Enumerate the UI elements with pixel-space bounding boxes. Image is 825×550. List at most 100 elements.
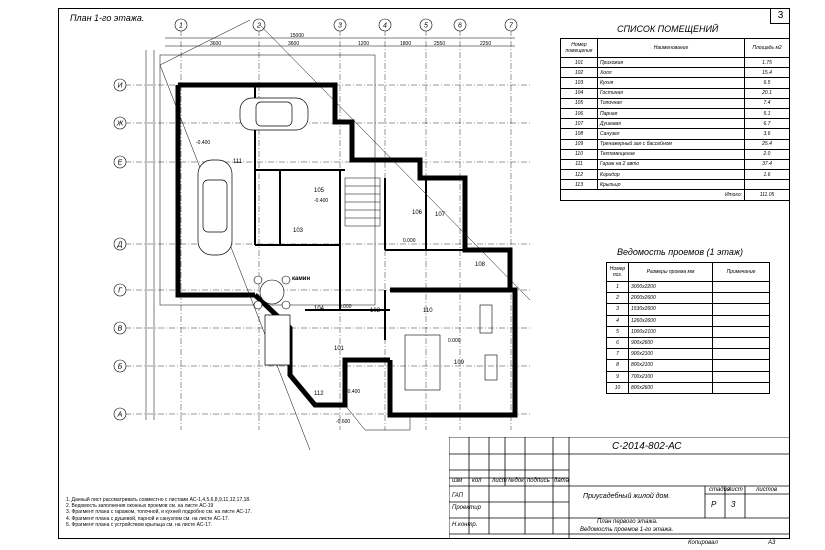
sheet-title-line2: Ведомость проемов 1-го этажа. — [580, 527, 674, 533]
dim-5: 2550 — [434, 41, 445, 47]
note-line: 2. Ведомость заполнения оконных проемов … — [66, 503, 214, 510]
opening-note — [712, 359, 770, 372]
stamp-role-designer: Проектир — [452, 505, 481, 511]
sheet-value: 3 — [731, 500, 736, 509]
opening-size: 2000x2600 — [628, 292, 713, 305]
fireplace-label: камин — [292, 276, 310, 282]
axis-label: 7 — [509, 23, 514, 30]
axis-bubble — [113, 407, 127, 421]
dim-3: 1200 — [358, 41, 369, 47]
room-area: 20.1 — [744, 87, 790, 99]
room-area: 2.0 — [744, 148, 790, 160]
room-name: Душевая — [597, 118, 745, 130]
axis-label: Е — [118, 160, 123, 167]
format-label: А3 — [768, 540, 776, 546]
room-name: Тренажерный зал с бассейном — [597, 138, 745, 150]
axis-label: 6 — [458, 23, 462, 30]
axis-bubble — [113, 155, 127, 169]
axis-label: Б — [118, 364, 123, 371]
room-number: 102 — [560, 67, 598, 79]
room-number: 113 — [560, 179, 598, 191]
level-marks: -0.400 -0.400 0.000 0.000 0.000 -0.400 -… — [196, 140, 461, 425]
axis-bubble — [113, 237, 127, 251]
stamp-role-norm-control: Н.контр. — [452, 522, 478, 528]
room-name: Коридор — [597, 169, 745, 181]
opening-note — [712, 336, 770, 350]
axis-bubble — [113, 116, 127, 130]
sheet-title-line1: План первого этажа. — [597, 519, 658, 525]
room-number: 104 — [560, 87, 598, 99]
room-area: 1.6 — [744, 169, 790, 181]
room-103: 103 — [293, 228, 304, 234]
note-line: 5. Фрагмент плана с устройством крыльца … — [66, 521, 213, 528]
room-area: 25.4 — [744, 138, 790, 150]
rooms-table: Номер помещения Наименование Площадь м2 … — [560, 38, 790, 201]
axis-label: А — [117, 412, 123, 419]
rooms-col-name: Наименование — [597, 38, 745, 58]
note-line: 1. Данный лист рассматривать совместно с… — [66, 497, 251, 503]
axis-label: Ж — [116, 121, 124, 128]
opening-size: 900x2600 — [628, 336, 713, 350]
dim-1: 3600 — [210, 41, 221, 47]
room-number: 103 — [560, 77, 598, 89]
openings-col-pos: Номер поз. — [606, 262, 629, 282]
rooms-col-number: Номер помещения — [560, 38, 598, 58]
room-106: 106 — [412, 210, 423, 216]
room-labels: 111 105 103 106 107 104 101 110 108 109 … — [233, 159, 486, 397]
room-name: Крыльцо — [597, 179, 745, 191]
room-name: Санузел — [597, 128, 745, 140]
openings-col-size: Размеры проема мм — [628, 262, 713, 282]
opening-pos: 7 — [606, 348, 629, 361]
opening-pos: 4 — [606, 314, 629, 327]
dim-total: 15000 — [290, 33, 304, 39]
axis-bubble — [453, 18, 467, 32]
opening-note — [712, 314, 770, 327]
dimension-lines — [145, 37, 515, 420]
room-name: Холл — [597, 67, 745, 79]
room-number: 110 — [560, 148, 598, 160]
room-name: Гостиная — [597, 87, 745, 99]
stamp-col-izm: изм — [452, 478, 463, 484]
opening-note — [712, 292, 770, 305]
room-number: 109 — [560, 138, 598, 150]
opening-pos: 9 — [606, 370, 629, 383]
openings-table-title: Ведомость проемов (1 этаж) — [617, 247, 744, 257]
dining-table — [253, 275, 291, 310]
opening-pos: 2 — [606, 292, 629, 305]
stairs — [344, 177, 381, 227]
room-name: Прихожая — [597, 56, 745, 69]
axis-bubble — [174, 18, 188, 32]
opening-pos: 5 — [606, 325, 629, 338]
room-number: 101 — [560, 56, 598, 69]
room-102: 102 — [370, 308, 381, 314]
stage-value: Р — [711, 500, 717, 509]
opening-size: 800x2600 — [628, 381, 713, 394]
opening-size: 1530x2600 — [628, 303, 713, 316]
general-notes: 1. Данный лист рассматривать совместно с… — [66, 497, 252, 528]
note-line: 4. Фрагмент плана с душевой, парной и са… — [66, 515, 230, 522]
room-area: 5.1 — [744, 107, 790, 120]
room-112: 112 — [314, 391, 324, 397]
dim-4: 1800 — [400, 41, 411, 47]
car-icon — [197, 97, 309, 256]
room-area: 7.4 — [744, 97, 790, 109]
dimension-texts: 15000 3600 3600 1200 1800 2550 2250 — [210, 33, 491, 47]
rooms-col-area: Площадь м2 — [744, 38, 790, 58]
room-111: 111 — [233, 159, 243, 165]
opening-note — [712, 303, 770, 316]
level-mark: -0.400 — [196, 140, 210, 146]
